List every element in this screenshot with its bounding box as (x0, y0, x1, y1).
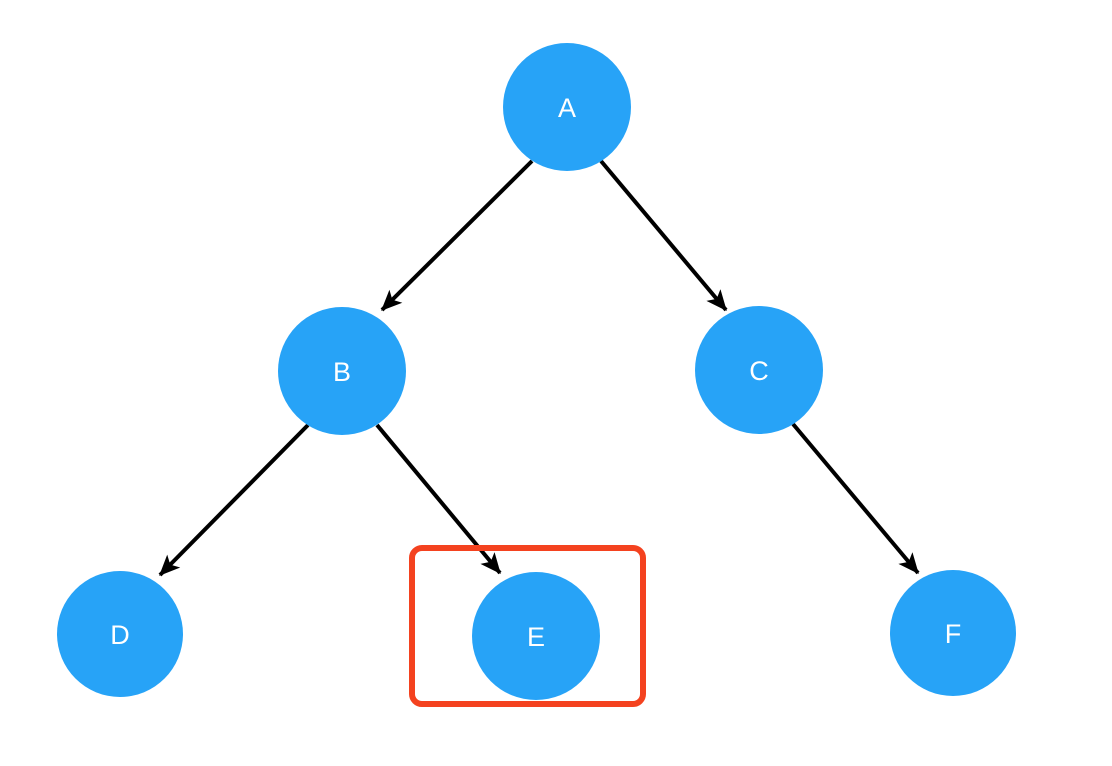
node-label-d: D (110, 620, 130, 650)
node-circle-d[interactable] (57, 571, 183, 697)
node-circle-f[interactable] (890, 570, 1016, 696)
highlight-layer (409, 545, 646, 707)
nodes-layer: A B C D E F (57, 43, 1016, 700)
edge-line (158, 423, 310, 577)
node-c[interactable]: C (695, 306, 823, 434)
node-label-f: F (945, 619, 962, 649)
edge-a-to-b (380, 159, 534, 312)
node-label-c: C (749, 356, 769, 386)
edge-a-to-c (599, 159, 728, 312)
node-e[interactable]: E (472, 572, 600, 700)
node-label-e: E (527, 622, 545, 652)
edge-c-to-f (791, 422, 920, 575)
highlight-rectangle-node-e (409, 545, 646, 707)
node-f[interactable]: F (890, 570, 1016, 696)
node-circle-b[interactable] (278, 307, 406, 435)
node-label-b: B (333, 357, 351, 387)
node-label-a: A (558, 93, 576, 123)
node-circle-a[interactable] (503, 43, 631, 171)
node-b[interactable]: B (278, 307, 406, 435)
node-d[interactable]: D (57, 571, 183, 697)
node-circle-e[interactable] (472, 572, 600, 700)
edge-line (599, 159, 728, 312)
edge-line (380, 159, 534, 312)
node-circle-c[interactable] (695, 306, 823, 434)
edge-line (791, 422, 920, 575)
node-a[interactable]: A (503, 43, 631, 171)
edge-b-to-d (158, 423, 310, 577)
